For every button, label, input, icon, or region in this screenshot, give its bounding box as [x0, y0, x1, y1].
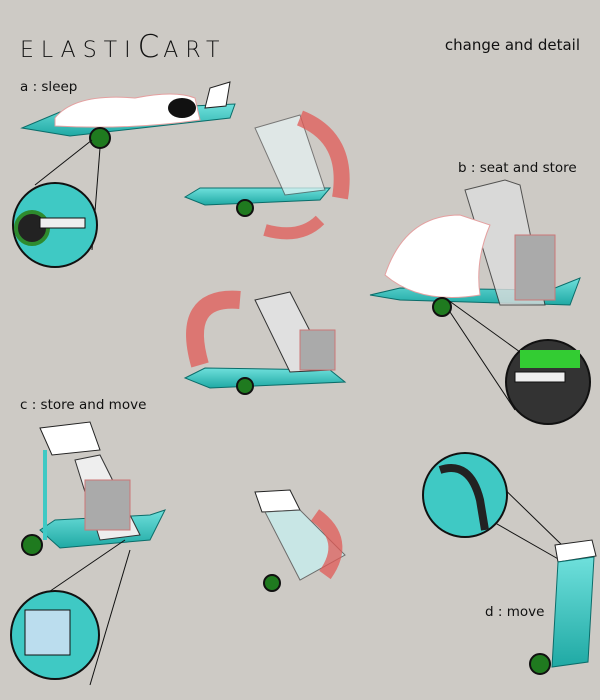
cart-move [529, 539, 597, 675]
cart-transition-sleep-to-seat [183, 110, 350, 240]
logo: ELASTICART [20, 29, 226, 65]
cart-store-and-move [21, 421, 166, 556]
wheel [236, 377, 254, 395]
wheel [432, 297, 452, 317]
wheel [529, 653, 551, 675]
cart-sleep-illustration [20, 81, 236, 149]
wheel [236, 199, 254, 217]
label-seat-and-store: b : seat and store [458, 160, 577, 176]
detail-circle-brake [447, 299, 591, 425]
logo-part: ELASTI [20, 38, 138, 63]
label-store-and-move: c : store and move [20, 397, 147, 413]
detail-circle-hinge-c [10, 539, 131, 686]
cart-transition-seat-to-store [183, 290, 347, 395]
page-subtitle: change and detail [444, 36, 580, 54]
wheel [89, 127, 111, 149]
logo-part: ART [163, 38, 227, 63]
wheel [263, 574, 281, 592]
cart-transition-store-to-move [254, 489, 346, 592]
cart-seat-and-store [369, 179, 581, 317]
label-move: d : move [485, 604, 545, 620]
detail-circle-wheel [12, 139, 101, 268]
wheel [21, 534, 43, 556]
logo-part: C [137, 29, 164, 65]
label-sleep: a : sleep [20, 79, 78, 95]
detail-circle-hinge-d [422, 452, 566, 561]
